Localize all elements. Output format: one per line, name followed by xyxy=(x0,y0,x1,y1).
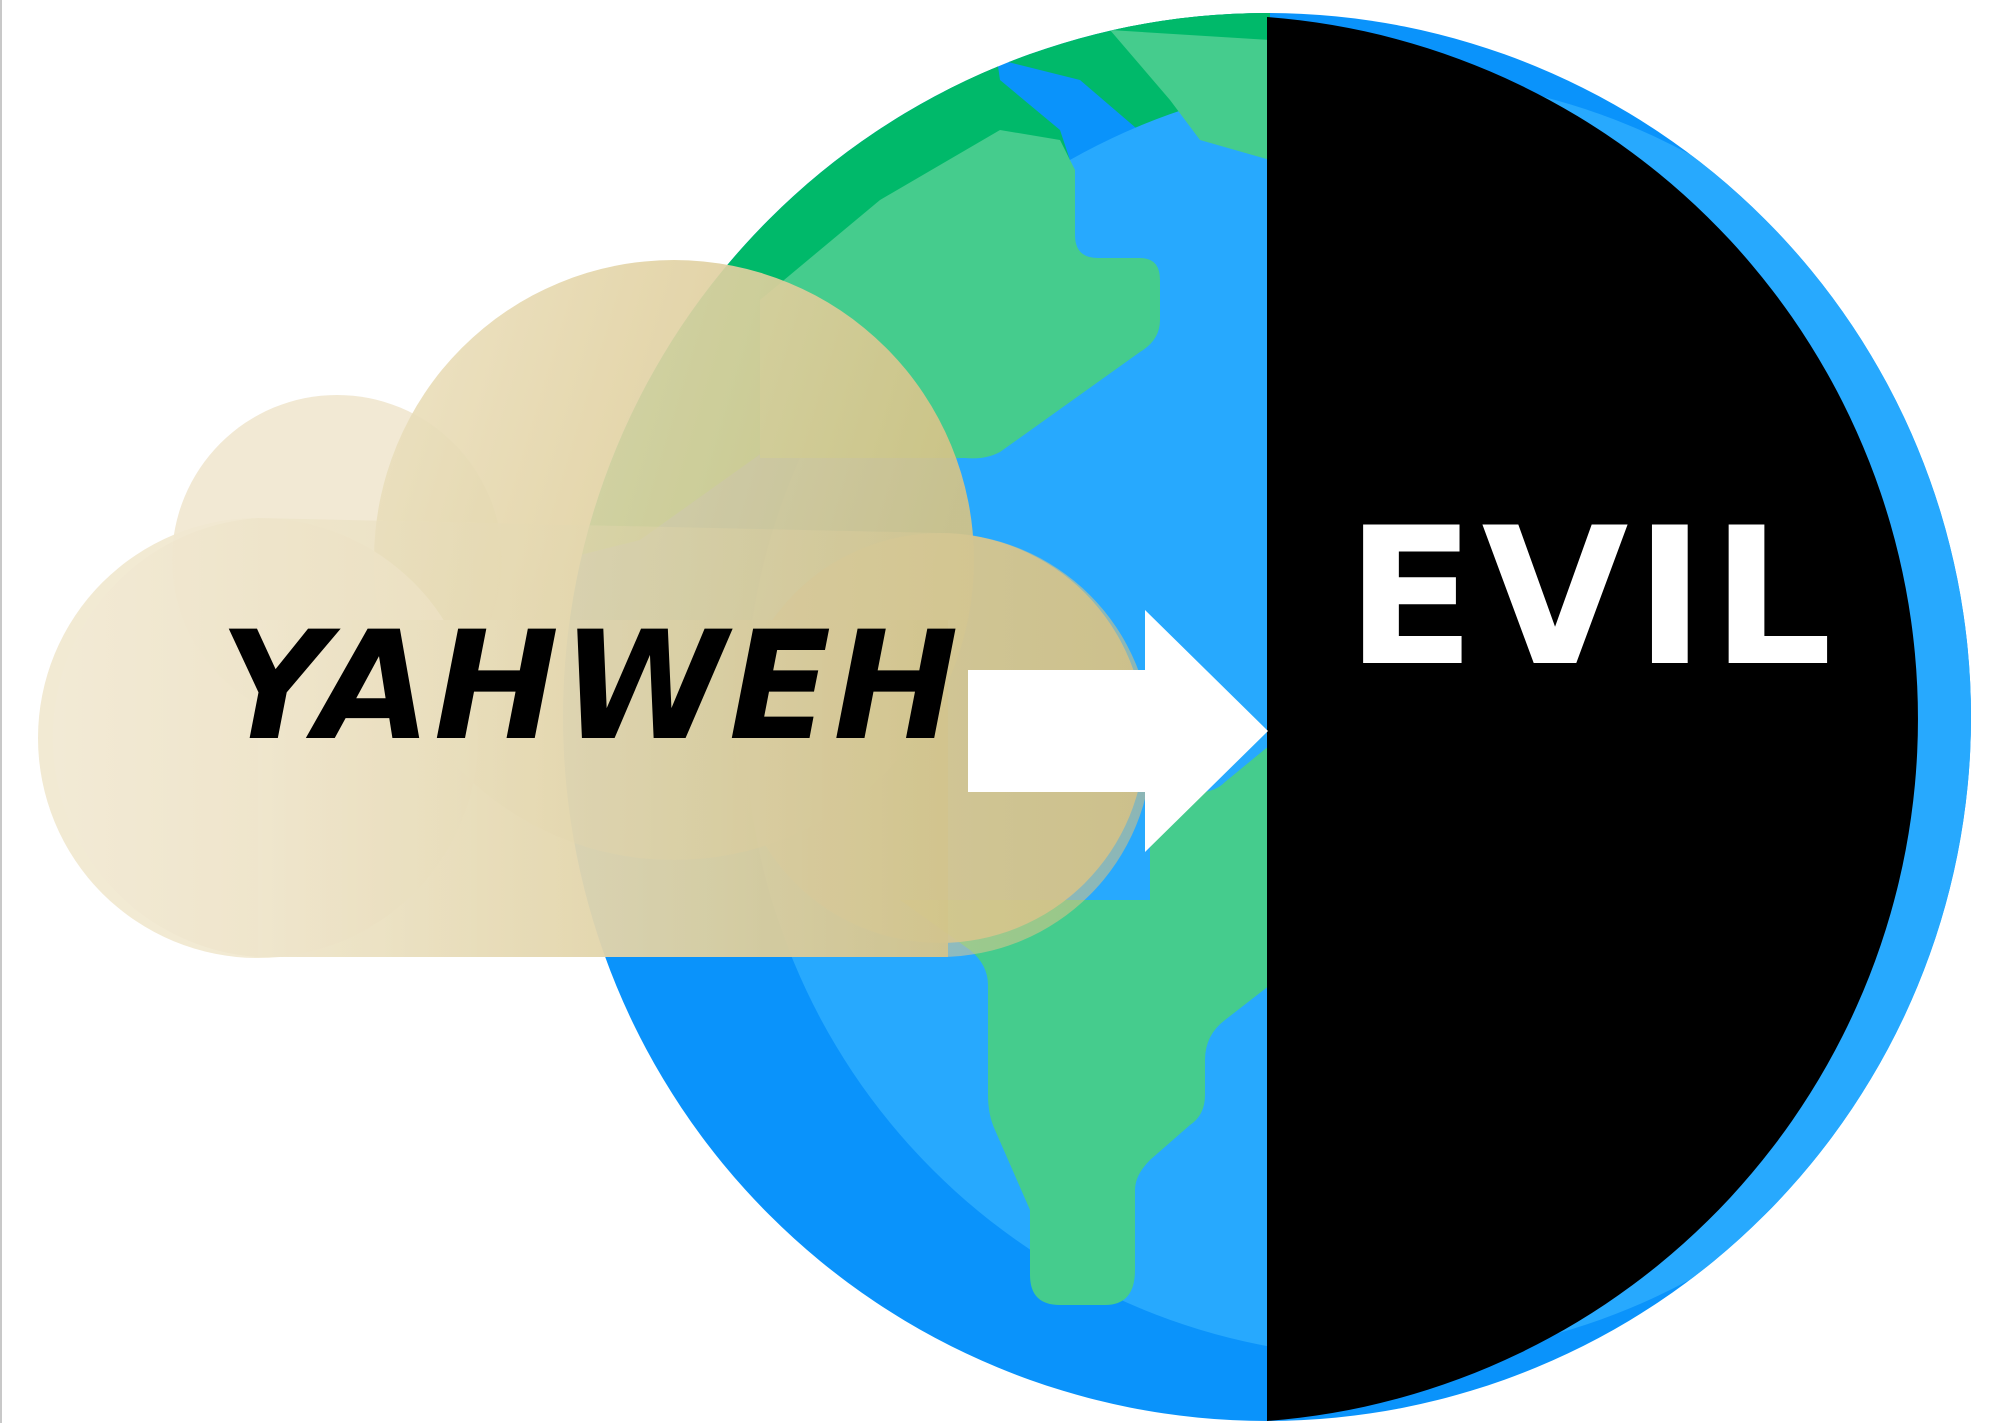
left-border-line xyxy=(0,0,2,1423)
yahweh-label: YAHWEH xyxy=(219,600,960,774)
evil-label: EVIL xyxy=(1346,487,1839,708)
